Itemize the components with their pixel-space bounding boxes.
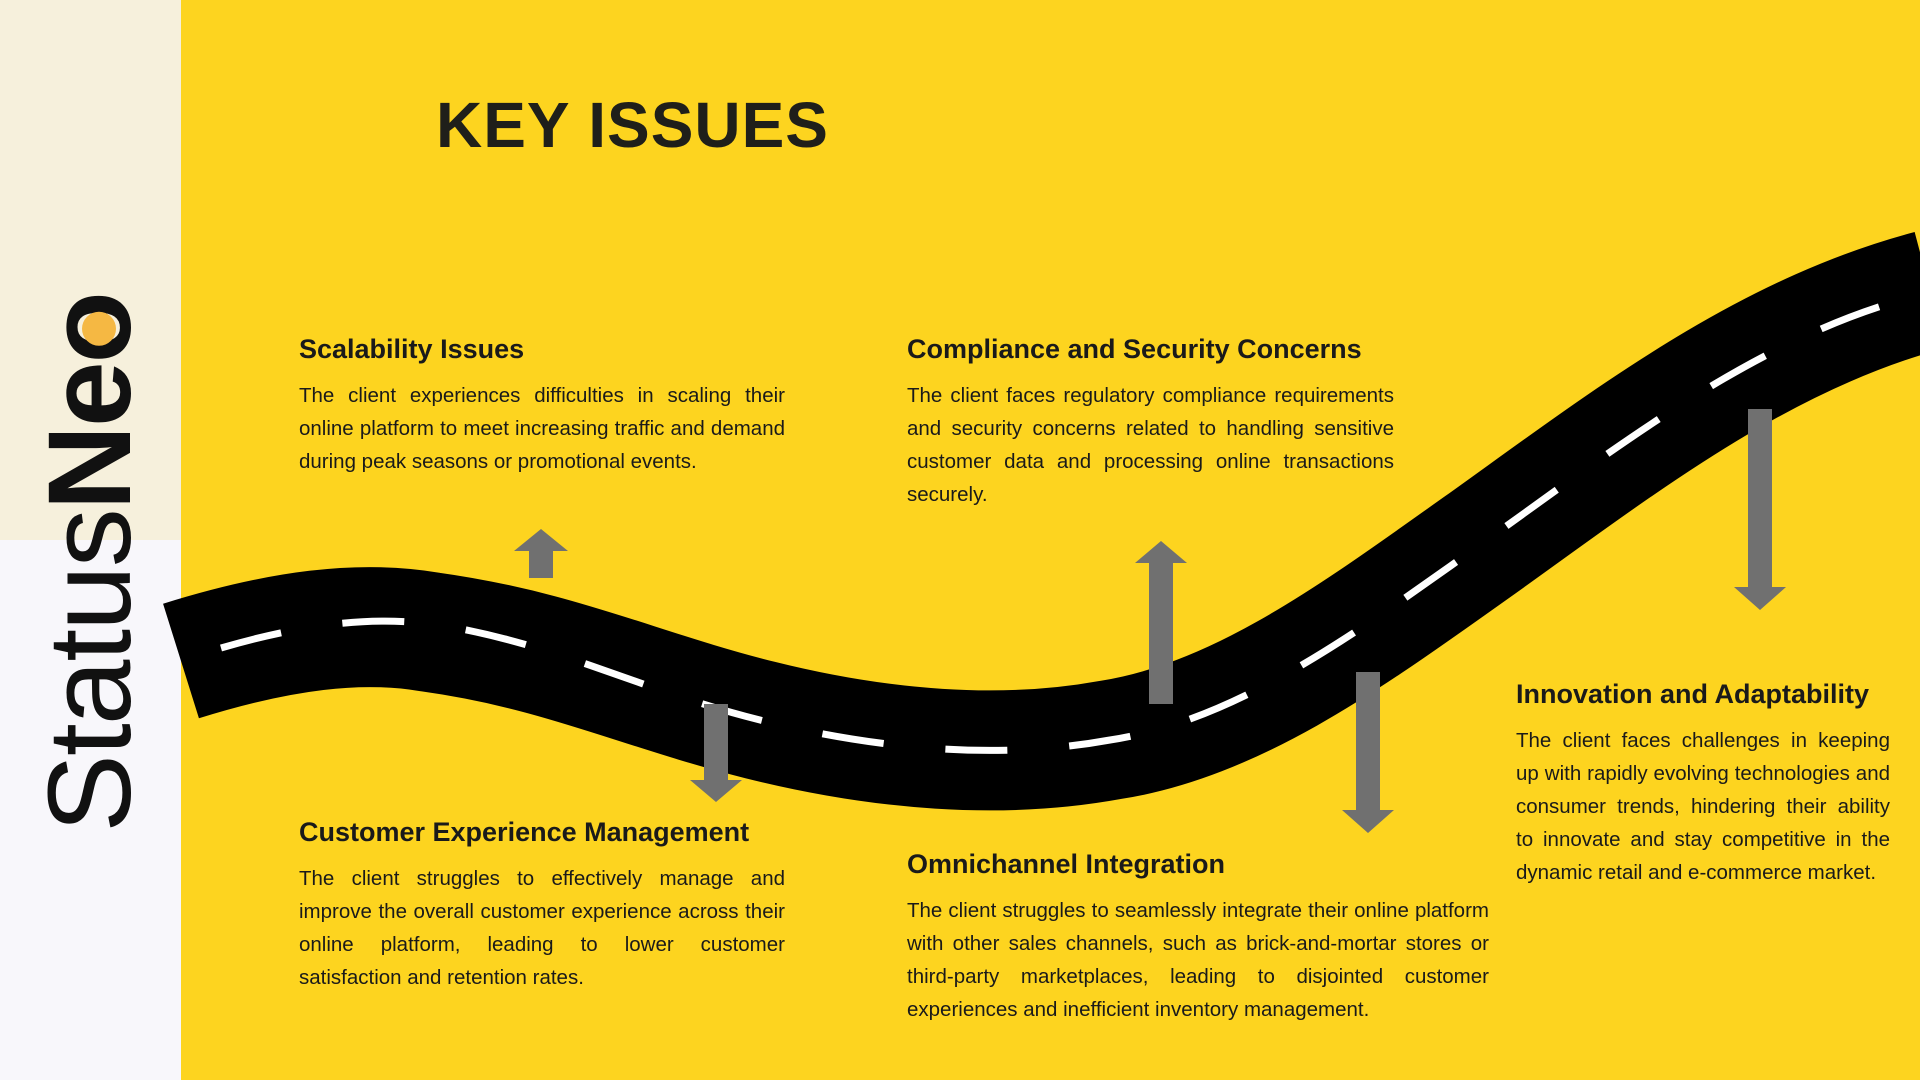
issue-heading: Scalability Issues xyxy=(299,334,525,364)
issue-heading: Innovation and Adaptability xyxy=(1516,679,1870,709)
issue-heading: Customer Experience Management xyxy=(299,817,750,847)
issue-scalability: Scalability Issues The client experience… xyxy=(299,334,785,478)
issue-heading: Omnichannel Integration xyxy=(907,849,1226,879)
issue-innovation: Innovation and Adaptability The client f… xyxy=(1516,679,1890,889)
issue-compliance: Compliance and Security Concerns The cli… xyxy=(907,334,1394,511)
issue-body: The client struggles to seamlessly integ… xyxy=(907,899,1489,1021)
arrow-up-icon xyxy=(514,529,568,578)
issue-body: The client experiences difficulties in s… xyxy=(299,384,785,473)
sidebar-top-panel xyxy=(0,0,181,540)
arrow-down-icon xyxy=(1734,409,1786,610)
arrow-down-icon xyxy=(1342,672,1394,833)
page-title: KEY ISSUES xyxy=(436,89,829,161)
issue-body: The client struggles to effectively mana… xyxy=(299,867,785,989)
arrow-down-icon xyxy=(690,704,742,802)
sidebar: StatusNeo xyxy=(0,0,181,1080)
issue-body: The client faces regulatory compliance r… xyxy=(907,384,1394,506)
road xyxy=(163,232,1920,811)
issue-body: The client faces challenges in keeping u… xyxy=(1516,729,1890,884)
arrow-up-icon xyxy=(1135,541,1187,704)
issue-customer-experience: Customer Experience Management The clien… xyxy=(299,817,785,994)
issue-heading: Compliance and Security Concerns xyxy=(907,334,1362,364)
issue-omnichannel: Omnichannel Integration The client strug… xyxy=(907,849,1489,1026)
